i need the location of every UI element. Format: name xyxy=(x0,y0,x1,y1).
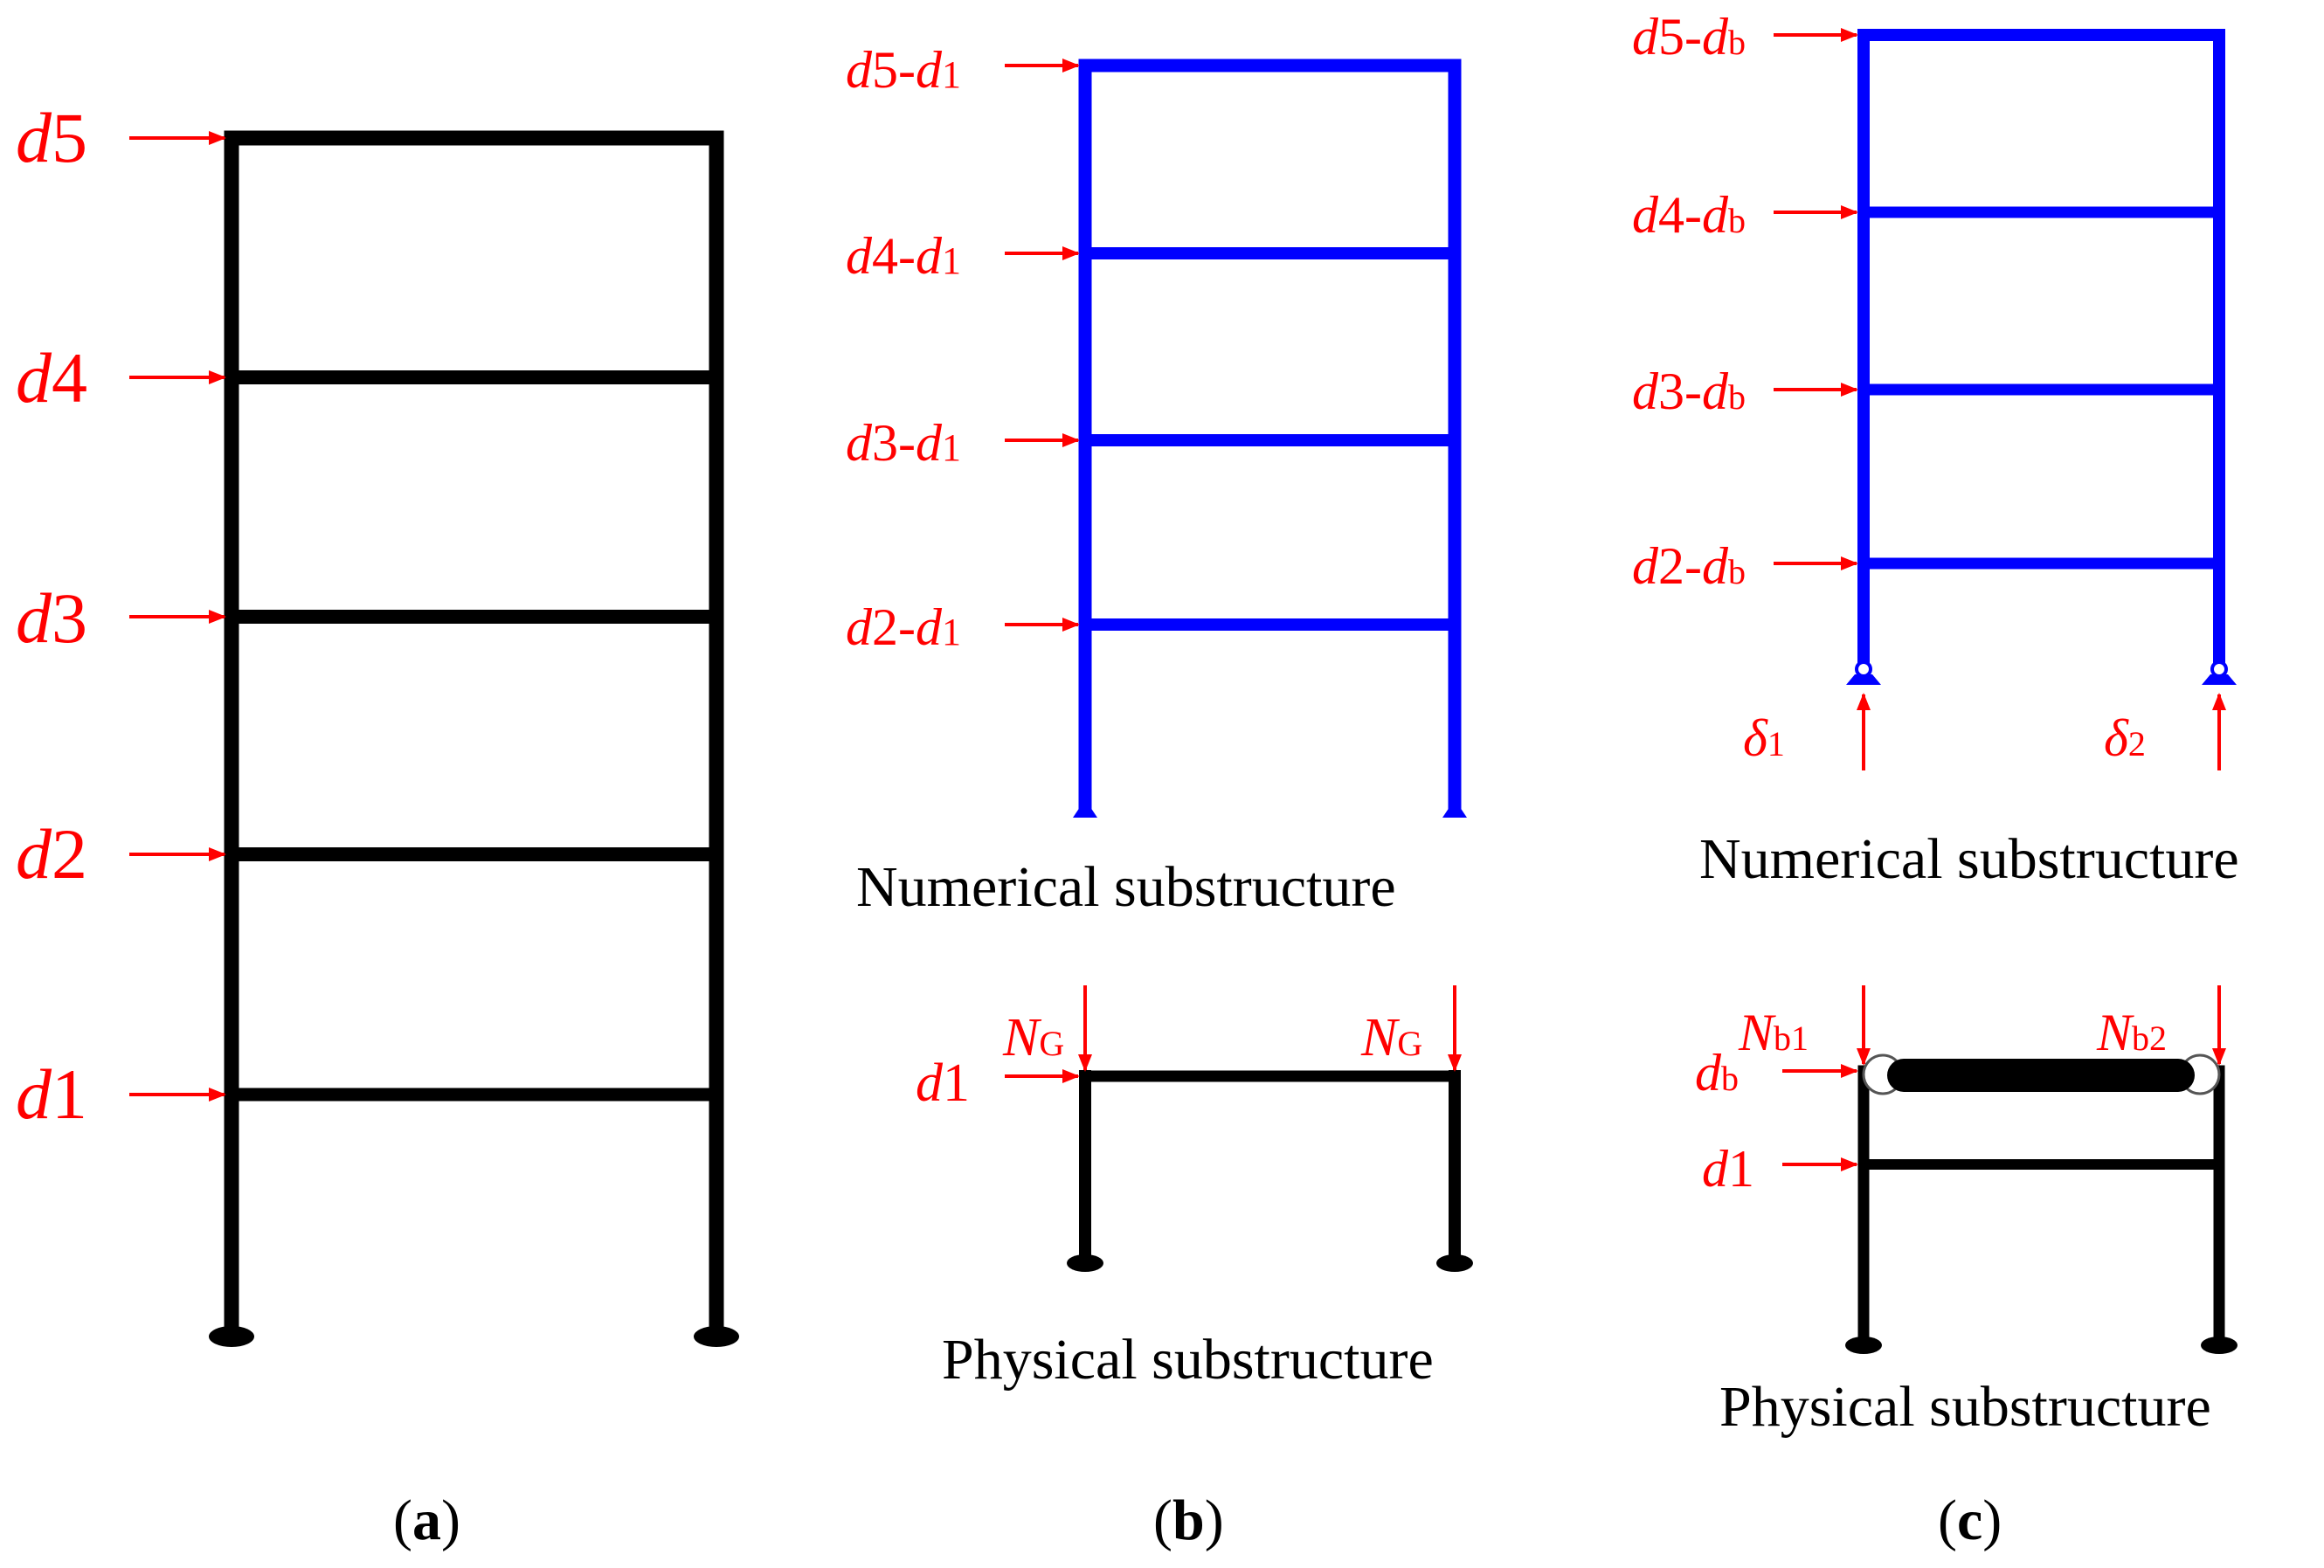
roller-support-c-right xyxy=(2202,660,2237,685)
support-a-right xyxy=(694,1326,739,1347)
label-delta1: δ1 xyxy=(1743,709,1785,767)
label-ng-right: NG xyxy=(1360,1008,1422,1067)
caption-a: (a) xyxy=(393,1489,460,1552)
label-d4: d4 xyxy=(16,338,87,418)
label-d2-d1: d2-d1 xyxy=(846,598,961,656)
load-arrows-a xyxy=(129,131,226,1102)
support-b-phys-right xyxy=(1436,1254,1473,1272)
physical-frame-b xyxy=(1067,1070,1473,1272)
support-c-phys-right xyxy=(2201,1337,2238,1354)
physical-substructure-title-b: Physical substructure xyxy=(942,1328,1434,1392)
panel-c: d5-db d4-db d3-db d2-db δ1 δ2 Numerical … xyxy=(1632,8,2239,1552)
load-arrows-b xyxy=(1005,59,1080,632)
label-b-d1: d1 xyxy=(916,1053,970,1113)
numerical-substructure-title-b: Numerical substructure xyxy=(856,855,1396,919)
load-arrows-c xyxy=(1774,28,2226,770)
label-d2: d2 xyxy=(16,814,87,894)
support-b-left xyxy=(1073,807,1097,818)
numerical-substructure-title-c: Numerical substructure xyxy=(1699,827,2239,891)
panel-b: d5-d1 d4-d1 d3-d1 d2-d1 Numerical substr… xyxy=(846,41,1473,1552)
label-nb1: Nb1 xyxy=(1738,1004,1809,1061)
support-a-left xyxy=(209,1326,254,1347)
numerical-frame-b xyxy=(1073,59,1467,818)
label-d3: d3 xyxy=(16,578,87,658)
physical-frame-c xyxy=(1845,1053,2238,1354)
label-d2-db: d2-db xyxy=(1632,537,1746,595)
label-d4-db: d4-db xyxy=(1632,186,1746,244)
caption-c: (c) xyxy=(1938,1489,2002,1552)
label-d3-d1: d3-d1 xyxy=(846,414,961,472)
label-d3-db: d3-db xyxy=(1632,363,1746,420)
label-d4-d1: d4-d1 xyxy=(846,227,961,285)
panel-a: d5 d4 d3 d2 d1 (a) xyxy=(16,98,739,1552)
frame-a xyxy=(209,130,739,1347)
damper-body xyxy=(1887,1059,2195,1092)
label-nb2: Nb2 xyxy=(2096,1004,2167,1061)
label-c-d1: d1 xyxy=(1702,1140,1754,1198)
support-b-right xyxy=(1442,807,1467,818)
label-d5-db: d5-db xyxy=(1632,8,1746,66)
label-d1: d1 xyxy=(16,1054,87,1134)
roller-support-c-left xyxy=(1846,660,1881,685)
physical-substructure-title-c: Physical substructure xyxy=(1719,1375,2211,1439)
label-c-db: db xyxy=(1695,1044,1739,1102)
label-d5-d1: d5-d1 xyxy=(846,41,961,99)
caption-b: (b) xyxy=(1153,1489,1224,1552)
support-b-phys-left xyxy=(1067,1254,1103,1272)
label-delta2: δ2 xyxy=(2104,709,2146,767)
label-d5: d5 xyxy=(16,98,87,177)
support-c-phys-left xyxy=(1845,1337,1882,1354)
label-ng-left: NG xyxy=(1002,1008,1064,1067)
numerical-frame-c xyxy=(1846,29,2237,685)
